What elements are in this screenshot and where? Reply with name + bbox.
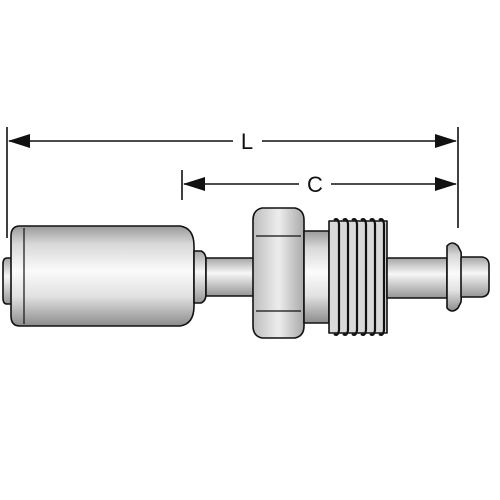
dimension-l: L [6, 127, 459, 238]
pilot-bead [446, 242, 463, 312]
pilot-tube [386, 257, 448, 299]
thread-collar [303, 230, 330, 324]
thread-section [328, 218, 388, 336]
fitting [2, 207, 490, 339]
thread-crest [351, 218, 359, 336]
dimension-label-c: C [307, 172, 323, 197]
thread-crest [369, 218, 377, 336]
thread-crest [333, 218, 341, 336]
arrowhead-c-left [183, 177, 205, 191]
pilot-tip [460, 256, 490, 298]
arrowhead-right [435, 134, 457, 148]
thread-crest [342, 218, 350, 336]
dimension-label-l: L [241, 129, 253, 154]
hex-nut [252, 207, 305, 339]
thread-crest [360, 218, 368, 336]
ferrule-neck [193, 250, 207, 304]
hex-nut-body [252, 207, 305, 339]
thread-crest [378, 218, 386, 336]
dimension-c: C [181, 170, 457, 200]
stem-tube [205, 257, 257, 297]
ferrule-sleeve [10, 225, 195, 327]
arrowhead-c-right [435, 177, 457, 191]
arrowhead-left [8, 134, 30, 148]
